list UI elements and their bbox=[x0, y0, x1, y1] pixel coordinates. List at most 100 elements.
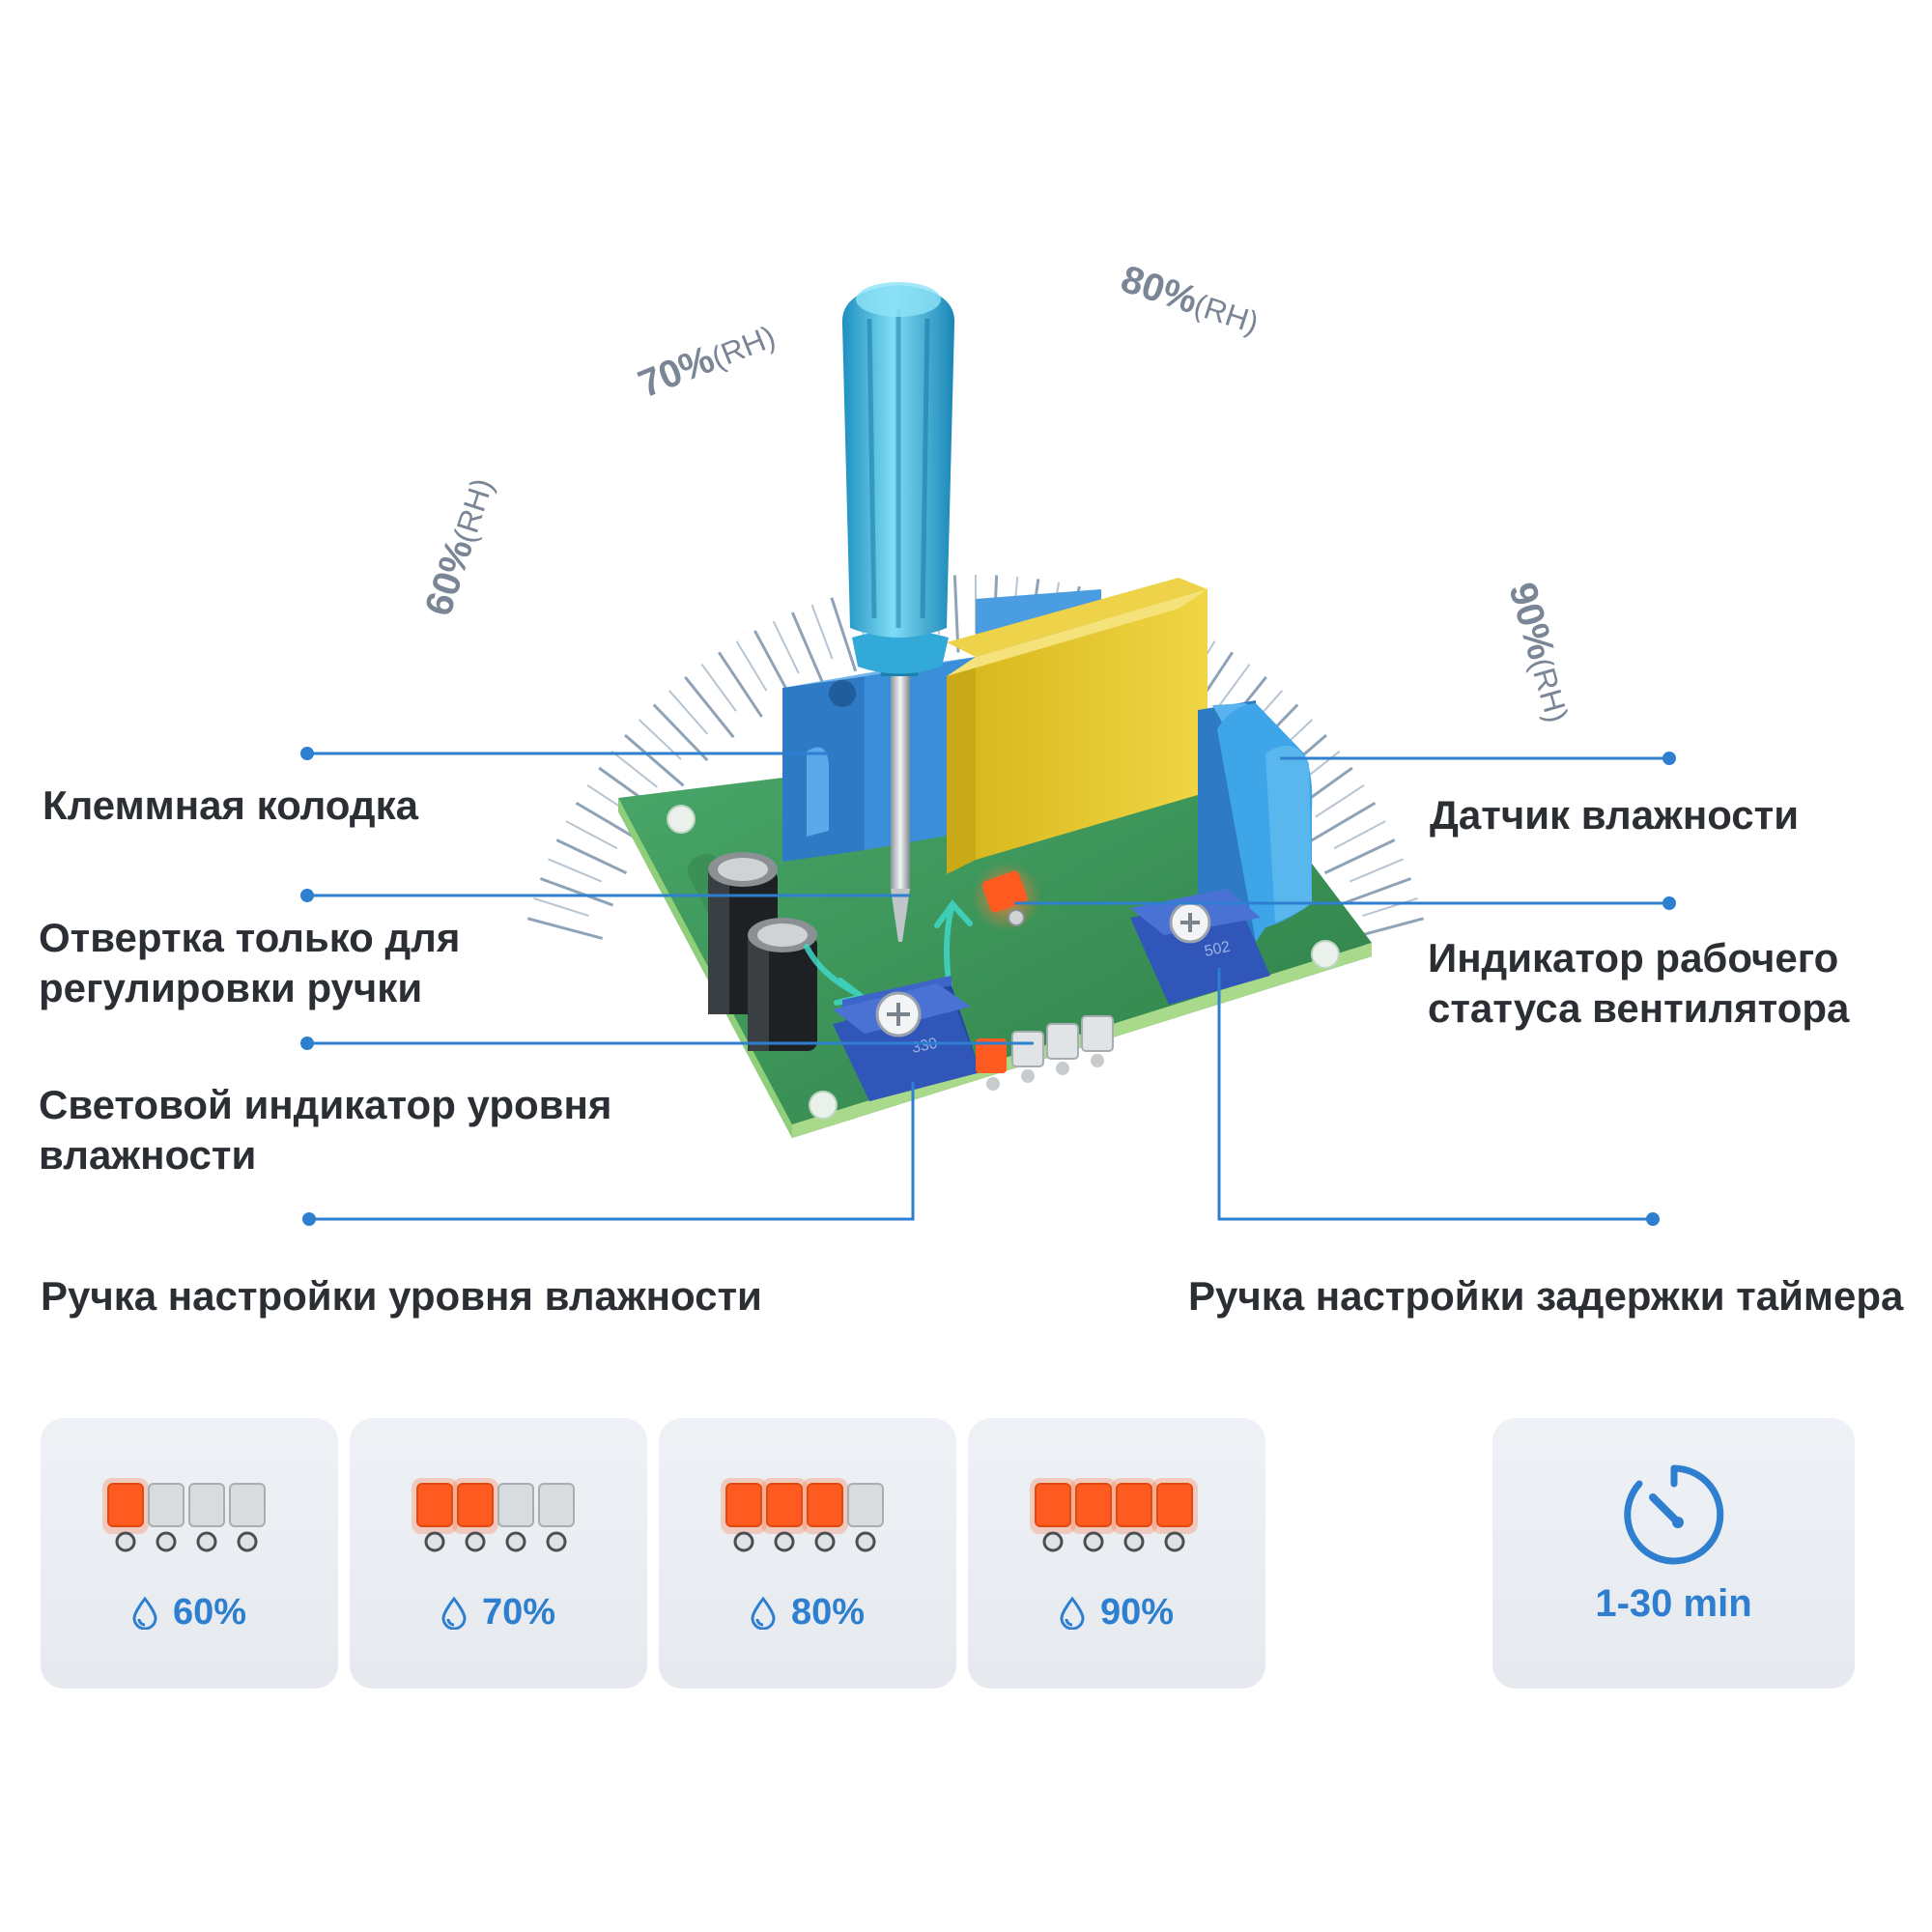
label-humidity-knob-text: Ручка настройки уровня влажности bbox=[41, 1273, 762, 1319]
level-value-text: 70% bbox=[481, 1592, 556, 1633]
scale-tick bbox=[790, 611, 825, 685]
water-drop-icon bbox=[132, 1596, 157, 1631]
scale-tick bbox=[555, 838, 628, 875]
led-solder-pad bbox=[196, 1531, 217, 1552]
scale-label-90: 90%(RH) bbox=[1500, 578, 1575, 726]
leader-humidity-knob bbox=[309, 1082, 915, 1221]
level-value: 70% bbox=[350, 1592, 647, 1634]
mounting-hole bbox=[809, 1091, 838, 1120]
scale-tick bbox=[1349, 858, 1405, 883]
scale-tick bbox=[611, 750, 658, 788]
level-card-70: 70% bbox=[350, 1418, 647, 1689]
scale-unit-60: (RH) bbox=[446, 474, 499, 547]
led-solder-pad bbox=[424, 1531, 445, 1552]
led-on bbox=[416, 1483, 453, 1527]
led-on bbox=[1156, 1483, 1193, 1527]
scale-tick bbox=[547, 858, 603, 883]
scale-unit-80: (RH) bbox=[1190, 287, 1263, 340]
svg-text:60%(RH): 60%(RH) bbox=[417, 472, 501, 621]
scale-tick bbox=[684, 675, 735, 739]
level-value: 80% bbox=[659, 1592, 956, 1634]
led-on bbox=[1075, 1483, 1112, 1527]
mounting-hole bbox=[667, 805, 696, 834]
led-on bbox=[1035, 1483, 1071, 1527]
level-card-80: 80% bbox=[659, 1418, 956, 1689]
led-solder-pad bbox=[115, 1531, 136, 1552]
led-on bbox=[107, 1483, 144, 1527]
led-solder-pad bbox=[237, 1531, 258, 1552]
water-drop-icon bbox=[441, 1596, 467, 1631]
label-humidity-led: Световой индикатор уровня влажности bbox=[39, 1080, 611, 1180]
label-fan-status-line1: Индикатор рабочего bbox=[1428, 935, 1839, 980]
scale-tick bbox=[1214, 664, 1251, 712]
scale-value-80: 80% bbox=[1116, 258, 1203, 323]
scale-tick bbox=[700, 664, 737, 712]
water-drop-icon bbox=[1060, 1596, 1085, 1631]
label-humidity-sensor-text: Датчик влажности bbox=[1430, 792, 1800, 838]
led-on bbox=[725, 1483, 762, 1527]
board-illustration: 60%(RH) 70%(RH) 80%(RH) 90%(RH) bbox=[300, 258, 1676, 1226]
scale-tick bbox=[526, 917, 604, 940]
led-on bbox=[1116, 1483, 1152, 1527]
label-terminal-block: Клеммная колодка bbox=[43, 781, 418, 831]
scale-tick bbox=[717, 651, 763, 718]
level-leds bbox=[102, 1478, 266, 1552]
label-fan-status-line2: статуса вентилятора bbox=[1428, 985, 1850, 1031]
scale-tick bbox=[668, 690, 709, 735]
scale-tick bbox=[1307, 801, 1377, 844]
level-value-text: 90% bbox=[1099, 1592, 1175, 1633]
led-on bbox=[766, 1483, 803, 1527]
level-card-60: 60% bbox=[41, 1418, 338, 1689]
scale-unit-90: (RH) bbox=[1523, 654, 1575, 726]
label-fan-status: Индикатор рабочего статуса вентилятора bbox=[1428, 933, 1849, 1034]
scale-tick bbox=[533, 897, 589, 918]
label-screwdriver-line1: Отвертка только для bbox=[39, 915, 461, 960]
scale-tick bbox=[735, 640, 768, 692]
scale-label-60: 60%(RH) bbox=[417, 472, 501, 621]
led-solder-pad bbox=[855, 1531, 876, 1552]
level-value-text: 60% bbox=[172, 1592, 247, 1633]
level-leds bbox=[1030, 1478, 1198, 1552]
scale-tick bbox=[830, 597, 858, 672]
led-solder-pad bbox=[1042, 1531, 1064, 1552]
scale-tick bbox=[1337, 877, 1412, 907]
label-screwdriver: Отвертка только для регулировки ручки bbox=[39, 913, 460, 1013]
led-solder-pad bbox=[733, 1531, 754, 1552]
led-off bbox=[229, 1483, 266, 1527]
svg-text:70%(RH): 70%(RH) bbox=[633, 313, 781, 406]
led-solder-pad bbox=[505, 1531, 526, 1552]
relay bbox=[947, 578, 1208, 874]
level-value: 90% bbox=[968, 1592, 1265, 1634]
led-solder-pad bbox=[1083, 1531, 1104, 1552]
led-off bbox=[497, 1483, 534, 1527]
scale-tick bbox=[1362, 897, 1418, 918]
mounting-hole bbox=[1311, 940, 1340, 969]
callout-dots bbox=[300, 747, 1676, 1226]
scale-unit-70: (RH) bbox=[706, 319, 780, 376]
stopwatch-icon bbox=[1624, 1464, 1724, 1565]
led-solder-pad bbox=[1164, 1531, 1185, 1552]
scale-tick bbox=[539, 877, 614, 907]
led-solder-pad bbox=[465, 1531, 486, 1552]
led-off bbox=[847, 1483, 884, 1527]
level-card-90: 90% bbox=[968, 1418, 1265, 1689]
label-terminal-block-text: Клеммная колодка bbox=[43, 782, 418, 828]
timer-potentiometer: 502 bbox=[1130, 889, 1270, 1005]
fan-status-led bbox=[972, 862, 1041, 931]
scale-label-80: 80%(RH) bbox=[1116, 258, 1264, 342]
scale-tick bbox=[772, 620, 800, 674]
scale-value-60: 60% bbox=[417, 534, 482, 621]
level-leds bbox=[721, 1478, 884, 1552]
led-solder-pad bbox=[774, 1531, 795, 1552]
leader-timer-knob bbox=[1217, 968, 1653, 1221]
pot-marking-timer: 502 bbox=[1203, 939, 1232, 960]
led-solder-pad bbox=[156, 1531, 177, 1552]
svg-text:80%(RH): 80%(RH) bbox=[1116, 258, 1264, 342]
scale-value-70: 70% bbox=[633, 338, 721, 407]
level-value: 60% bbox=[41, 1592, 338, 1634]
led-solder-pad bbox=[1123, 1531, 1145, 1552]
led-on bbox=[807, 1483, 843, 1527]
scale-tick bbox=[1323, 838, 1396, 875]
led-off bbox=[188, 1483, 225, 1527]
